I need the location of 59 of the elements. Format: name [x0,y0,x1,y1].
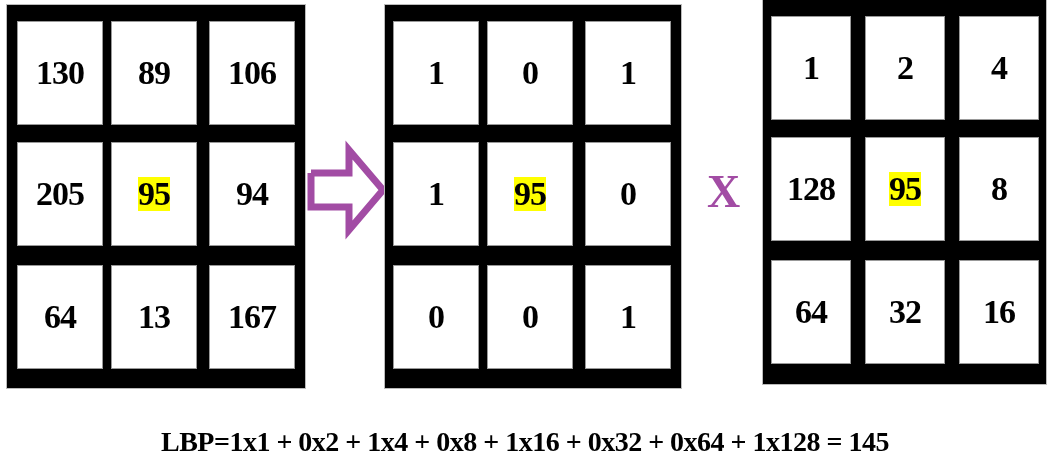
table-cell [487,142,573,246]
table-cell [487,265,573,369]
table-cell [959,260,1039,364]
table-cell [111,265,197,369]
table-cell [393,265,479,369]
cell-value: 1 [620,56,636,90]
grid-panel [385,5,681,388]
grid-panel [7,5,305,388]
table-cell [865,260,945,364]
cell-value: 8 [991,172,1007,206]
cell-value: 106 [228,56,276,90]
table-cell [771,16,851,120]
cell-value: 64 [795,295,827,329]
highlighted-center-value: 95 [138,177,170,211]
cell-value: 13 [138,300,170,334]
table-cell [959,137,1039,241]
highlighted-center-value: 95 [889,172,921,206]
table-cell [959,16,1039,120]
cell-value: 205 [36,177,84,211]
cell-value: 128 [787,172,835,206]
table-cell [17,21,103,125]
cell-value: 16 [983,295,1015,329]
highlighted-center-value: 95 [514,177,546,211]
table-cell [865,137,945,241]
cell-value: 1 [620,300,636,334]
cell-value: 94 [236,177,268,211]
table-cell [487,21,573,125]
table-cell [209,265,295,369]
table-cell [585,142,671,246]
table-cell [393,142,479,246]
cell-value: 1 [428,56,444,90]
table-cell [111,21,197,125]
cell-value: 167 [228,300,276,334]
table-cell [585,21,671,125]
cell-value: 4 [991,51,1007,85]
grid-panel [763,0,1046,384]
cell-value: 32 [889,295,921,329]
table-cell [209,21,295,125]
cell-value: 1 [428,177,444,211]
table-cell [585,265,671,369]
table-cell [393,21,479,125]
table-cell [771,137,851,241]
cell-value: 64 [44,300,76,334]
cell-value: 130 [36,56,84,90]
table-cell [209,142,295,246]
table-cell [17,265,103,369]
cell-value: 0 [620,177,636,211]
cell-value: 0 [522,300,538,334]
cell-value: 0 [428,300,444,334]
cell-value: 2 [897,51,913,85]
cell-value: 0 [522,56,538,90]
multiply-sign: X [707,165,740,218]
formula-text: LBP=1x1 + 0x2 + 1x4 + 0x8 + 1x16 + 0x32 + 0x64 + 1x128 = 145 [160,426,890,458]
cell-value: 1 [803,51,819,85]
table-cell [17,142,103,246]
table-cell [865,16,945,120]
table-cell [111,142,197,246]
cell-value: 89 [138,56,170,90]
table-cell [771,260,851,364]
